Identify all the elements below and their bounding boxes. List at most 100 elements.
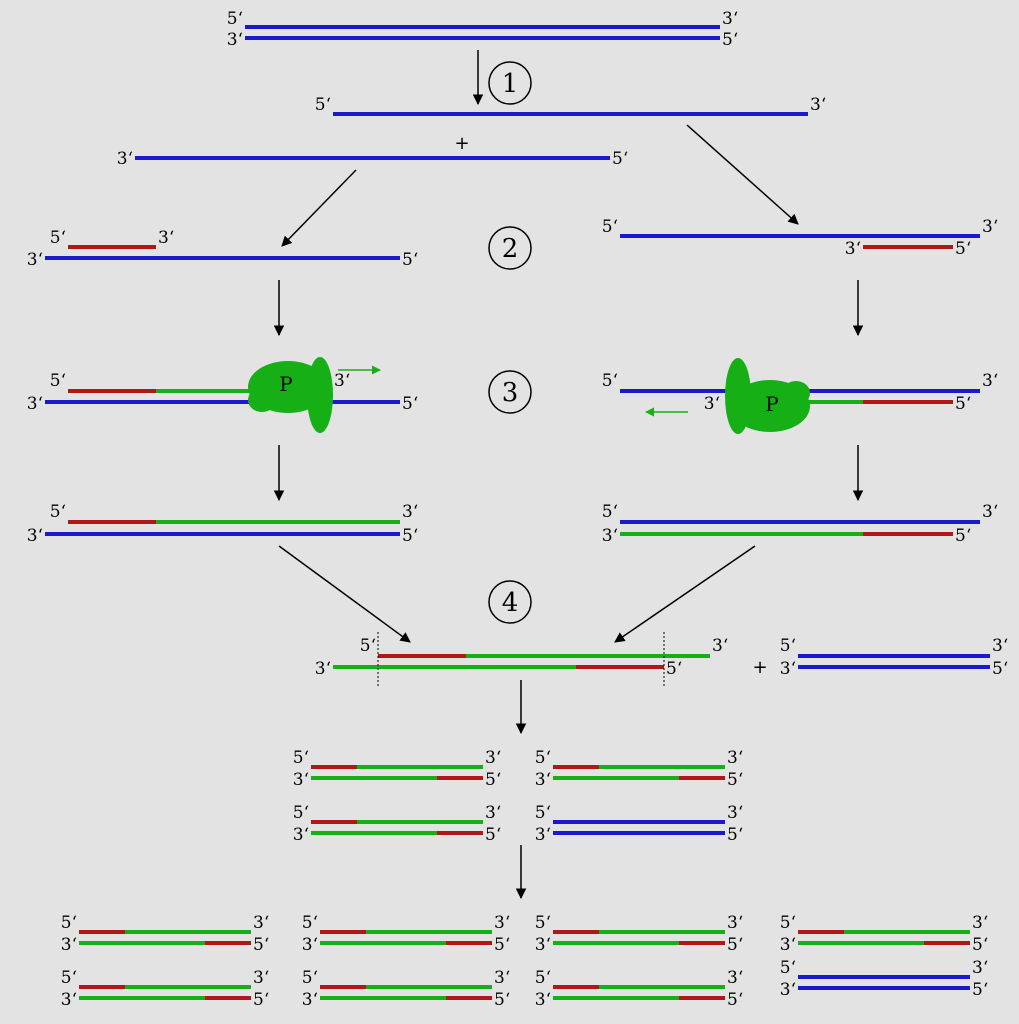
end-label: 5‘: [61, 913, 77, 933]
end-label: 3‘: [293, 825, 309, 845]
end-label: 5‘: [535, 803, 551, 823]
end-label: 5‘: [955, 239, 971, 259]
end-label: 3‘: [727, 913, 743, 933]
end-label: 3‘: [27, 250, 43, 270]
end-label: 5‘: [780, 958, 796, 978]
end-label: 5‘: [50, 228, 66, 248]
end-label: 5‘: [302, 913, 318, 933]
diagonal-arrow-icon: [278, 545, 411, 643]
step-number-icon: [488, 61, 532, 105]
plus-sign: +: [454, 133, 469, 154]
end-label: 5‘: [485, 825, 501, 845]
end-label: 5‘: [293, 803, 309, 823]
end-label: 3‘: [253, 968, 269, 988]
end-label: 3‘: [61, 990, 77, 1010]
end-label: 5‘: [61, 968, 77, 988]
end-label: 5‘: [293, 748, 309, 768]
step-number: 1: [502, 69, 519, 99]
end-label: 3‘: [27, 394, 43, 414]
end-label: 3‘: [810, 95, 826, 115]
end-label: 5‘: [992, 659, 1008, 679]
end-label: 3‘: [982, 217, 998, 237]
end-label: 5‘: [402, 394, 418, 414]
end-label: 5‘: [50, 502, 66, 522]
end-label: 3‘: [982, 502, 998, 522]
end-label: 5‘: [955, 394, 971, 414]
polymerase-icon: [248, 357, 333, 433]
end-label: 3‘: [117, 149, 133, 169]
end-label: 3‘: [712, 636, 728, 656]
end-label: 3‘: [535, 990, 551, 1010]
end-label: 5‘: [972, 980, 988, 1000]
end-label: 5‘: [253, 935, 269, 955]
end-label: 5‘: [535, 748, 551, 768]
end-label: 3‘: [780, 659, 796, 679]
end-label: 5‘: [494, 990, 510, 1010]
end-label: 5‘: [253, 990, 269, 1010]
end-label: 3‘: [494, 913, 510, 933]
end-label: 3‘: [302, 990, 318, 1010]
end-label: 5‘: [727, 990, 743, 1010]
end-label: 5‘: [402, 250, 418, 270]
end-label: 3‘: [704, 394, 720, 414]
end-label: 3‘: [293, 770, 309, 790]
end-label: 5‘: [612, 149, 628, 169]
end-label: 3‘: [158, 228, 174, 248]
end-label: 3‘: [315, 659, 331, 679]
polymerase-label: P: [765, 392, 778, 416]
end-label: 3‘: [61, 935, 77, 955]
end-label: 3‘: [535, 825, 551, 845]
diagonal-arrow-icon: [614, 545, 756, 643]
end-label: 5‘: [972, 935, 988, 955]
end-label: 5‘: [722, 30, 738, 50]
end-label: 5‘: [780, 913, 796, 933]
end-label: 5‘: [485, 770, 501, 790]
end-label: 5‘: [535, 913, 551, 933]
end-label: 3‘: [727, 968, 743, 988]
end-label: 3‘: [494, 968, 510, 988]
step-number-icon: [488, 226, 532, 270]
end-label: 3‘: [972, 958, 988, 978]
end-label: 5‘: [602, 217, 618, 237]
diagonal-arrow-icon: [281, 169, 357, 247]
end-label: 3‘: [485, 748, 501, 768]
polymerase-label: P: [279, 372, 292, 396]
end-label: 3‘: [992, 636, 1008, 656]
end-label: 5‘: [494, 935, 510, 955]
step-number-icon: [488, 370, 532, 414]
end-label: 5‘: [955, 526, 971, 546]
plus-sign: +: [752, 657, 767, 678]
end-label: 5‘: [302, 968, 318, 988]
end-label: 3‘: [845, 239, 861, 259]
end-label: 5‘: [666, 659, 682, 679]
end-label: 5‘: [50, 371, 66, 391]
end-label: 3‘: [334, 371, 350, 391]
end-label: 3‘: [727, 748, 743, 768]
polymerase-icon: [725, 358, 810, 434]
end-label: 5‘: [780, 636, 796, 656]
step-number: 3: [502, 378, 519, 408]
end-label: 3‘: [535, 770, 551, 790]
end-label: 3‘: [602, 526, 618, 546]
end-label: 3‘: [982, 371, 998, 391]
end-label: 3‘: [27, 526, 43, 546]
end-label: 5‘: [727, 770, 743, 790]
end-label: 5‘: [727, 825, 743, 845]
end-label: 5‘: [360, 636, 376, 656]
step-number-icon: [488, 580, 532, 624]
diagonal-arrow-icon: [686, 124, 799, 225]
step-number: 2: [502, 234, 519, 264]
end-label: 3‘: [253, 913, 269, 933]
end-label: 3‘: [780, 935, 796, 955]
end-label: 5‘: [315, 95, 331, 115]
end-label: 3‘: [402, 502, 418, 522]
end-label: 3‘: [722, 9, 738, 29]
end-label: 3‘: [227, 30, 243, 50]
end-label: 3‘: [727, 803, 743, 823]
end-label: 3‘: [780, 980, 796, 1000]
end-label: 3‘: [485, 803, 501, 823]
end-label: 5‘: [402, 526, 418, 546]
end-label: 3‘: [972, 913, 988, 933]
end-label: 5‘: [602, 502, 618, 522]
